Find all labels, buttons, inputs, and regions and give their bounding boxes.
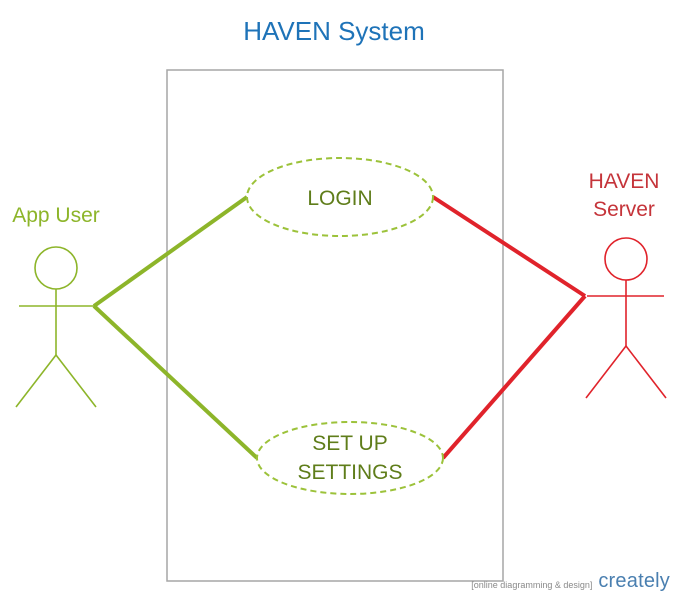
creately-logo: creately [598,570,670,592]
use-case-login[interactable]: LOGIN [246,157,434,237]
system-boundary [166,69,504,582]
stick-figure-app-user-icon [15,246,97,408]
watermark-tagline: [online diagramming & design] [471,580,593,590]
actor-haven-server[interactable]: HAVEN Server [585,170,667,399]
use-case-setup-settings[interactable]: SET UP SETTINGS [256,421,444,495]
use-case-settings-ellipse [256,421,444,495]
creately-watermark: [online diagramming & design] creately [471,570,670,593]
use-case-settings-label-line1: SET UP [312,432,387,455]
use-case-settings-label-line2: SETTINGS [297,461,402,484]
use-case-login-ellipse [246,157,434,237]
association-server-settings [441,294,587,460]
use-case-login-label: LOGIN [307,187,372,210]
actor-server-label-line1: HAVEN [589,170,660,193]
actor-app-user[interactable]: App User [12,204,100,408]
stick-figure-server-icon [585,237,667,399]
association-appuser-settings [92,304,259,460]
system-title: HAVEN System [243,16,425,46]
actor-app-user-label: App User [12,204,100,227]
association-appuser-login [92,195,249,308]
actor-server-label-line2: Server [593,198,655,221]
association-server-login [431,195,587,298]
